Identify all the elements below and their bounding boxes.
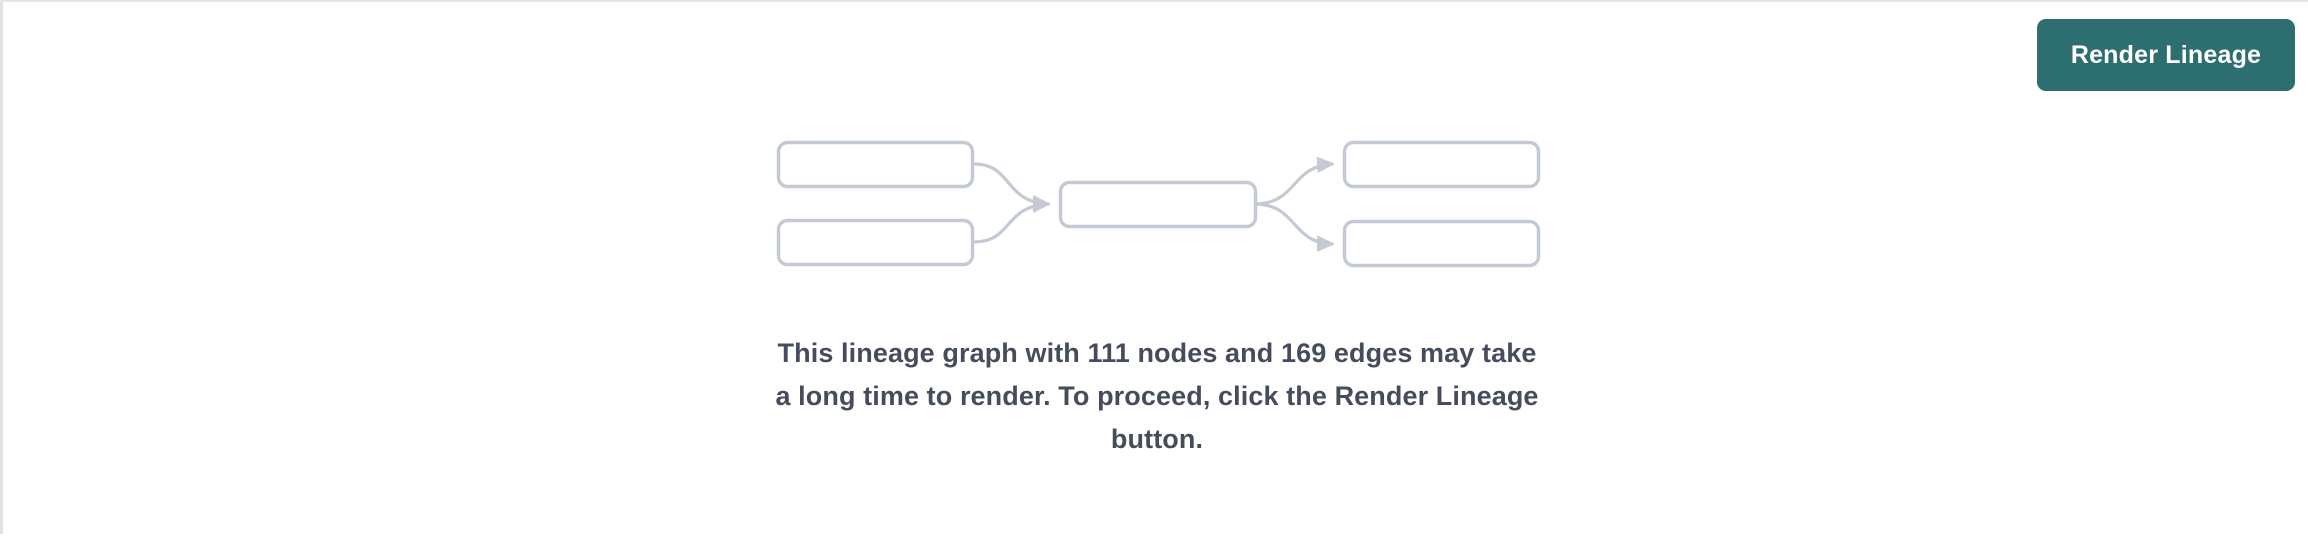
render-lineage-button[interactable]: Render Lineage (2037, 19, 2295, 91)
lineage-warning-message: This lineage graph with 111 nodes and 16… (3, 332, 2308, 461)
lineage-warning-text: This lineage graph with 111 nodes and 16… (775, 338, 1539, 454)
lineage-node-right-bottom (1342, 219, 1541, 268)
lineage-node-left-bottom (776, 218, 975, 267)
lineage-node-center (1058, 180, 1258, 229)
edge-center-to-right-top (1256, 156, 1335, 206)
edge-center-to-right-bottom (1256, 202, 1335, 252)
edge-left-top-to-center (973, 162, 1051, 212)
lineage-node-right-top (1342, 140, 1541, 189)
edge-left-bottom-to-center (973, 196, 1051, 244)
lineage-node-left-top (776, 140, 975, 189)
